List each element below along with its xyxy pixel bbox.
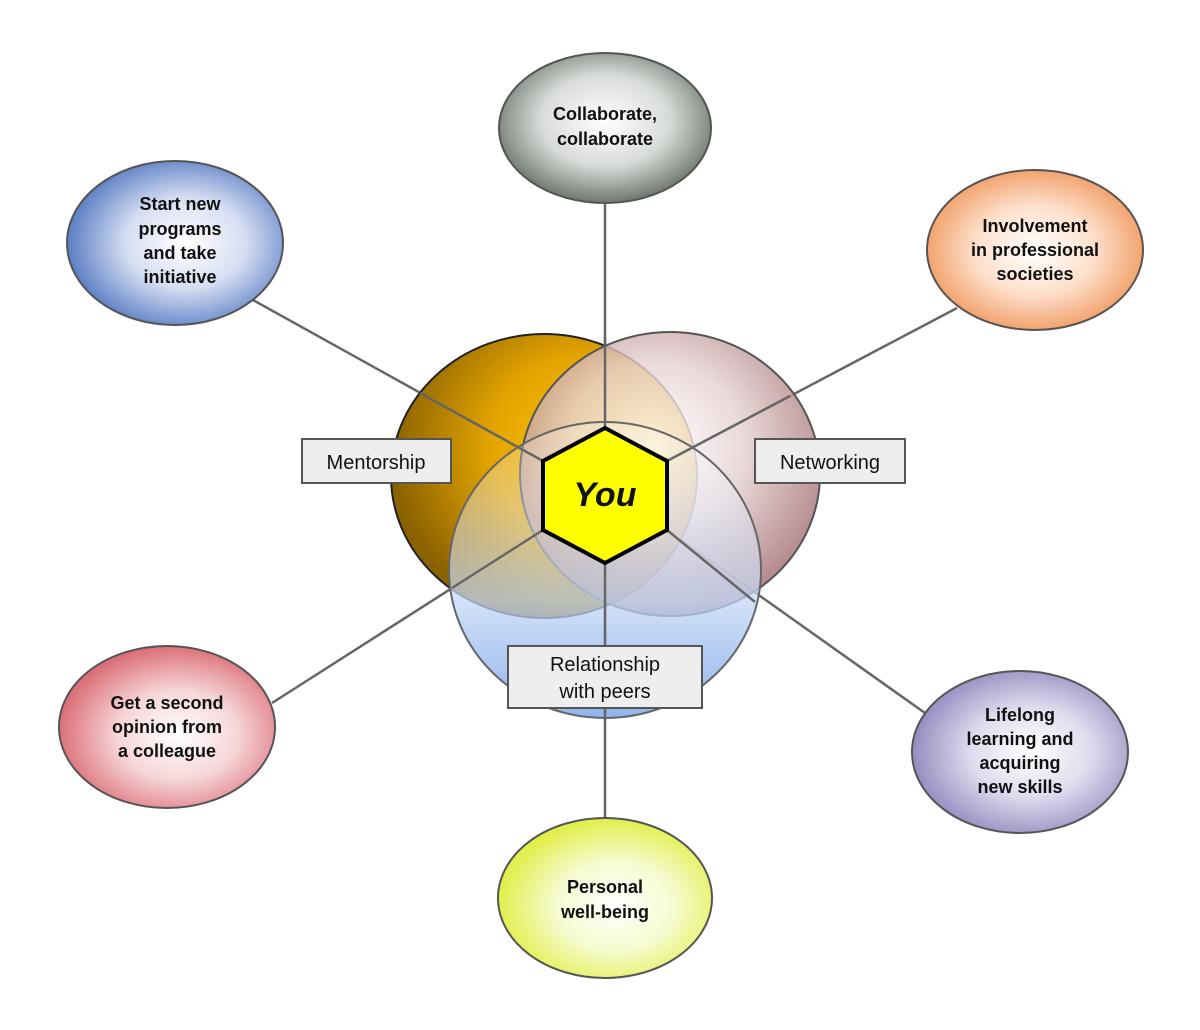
networking-label: Networking (780, 452, 880, 474)
bubble-start-new-line-1: Start new (139, 194, 221, 214)
networking-label-box: Networking (754, 438, 906, 484)
bubble-well-being-line-1: Personal (567, 877, 643, 897)
bubble-start-new-shape (66, 160, 284, 326)
bubble-well-being: Personal well-being (497, 817, 713, 979)
connector-lines-overlay (419, 335, 791, 720)
bubble-start-new: Start new programs and take initiative (66, 160, 284, 326)
bubble-well-being-shape (497, 817, 713, 979)
bubble-collaborate-line-1: Collaborate, (553, 104, 657, 124)
bubble-collaborate: Collaborate, collaborate (498, 52, 712, 204)
bubble-lifelong: Lifelong learning and acquiring new skil… (911, 670, 1129, 834)
mentorship-label-box: Mentorship (301, 438, 452, 484)
bubble-collaborate-line-2: collaborate (557, 129, 653, 149)
you-label: You (574, 476, 637, 514)
bubble-second-opinion-line-1: Get a second (110, 693, 223, 713)
bubble-involvement-line-3: societies (996, 264, 1073, 284)
bubble-start-new-line-2: programs (138, 219, 221, 239)
connector-overlay-lower-right (666, 529, 756, 603)
bubble-start-new-line-4: initiative (143, 267, 216, 287)
you-hexagon (541, 425, 669, 566)
bubble-second-opinion: Get a second opinion from a colleague (58, 645, 276, 809)
bubble-second-opinion-line-3: a colleague (118, 741, 216, 761)
bubble-lifelong-line-1: Lifelong (985, 705, 1055, 725)
bubble-second-opinion-line-2: opinion from (112, 717, 222, 737)
peers-label-line-1: Relationship (550, 654, 660, 676)
connector-overlay-upper-right (666, 394, 791, 463)
bubble-second-opinion-shape (58, 645, 276, 809)
mentorship-label: Mentorship (327, 452, 426, 474)
bubble-lifelong-line-2: learning and (966, 729, 1073, 749)
bubble-involvement-line-2: in professional (971, 240, 1099, 260)
bubble-involvement-line-1: Involvement (982, 216, 1087, 236)
bubble-start-new-line-3: and take (143, 243, 216, 263)
bubble-involvement: Involvement in professional societies (926, 169, 1144, 331)
bubble-lifelong-line-3: acquiring (979, 753, 1060, 773)
bubble-collaborate-shape (498, 52, 712, 204)
peers-label-box: Relationship with peers (507, 645, 703, 709)
connector-overlay-lower-left (451, 528, 544, 590)
peers-label-line-2: with peers (558, 681, 650, 703)
connector-overlay-upper-left (419, 391, 544, 463)
bubble-lifelong-shape (911, 670, 1129, 834)
bubble-well-being-line-2: well-being (560, 902, 649, 922)
bubble-involvement-shape (926, 169, 1144, 331)
bubble-lifelong-line-4: new skills (977, 777, 1062, 797)
